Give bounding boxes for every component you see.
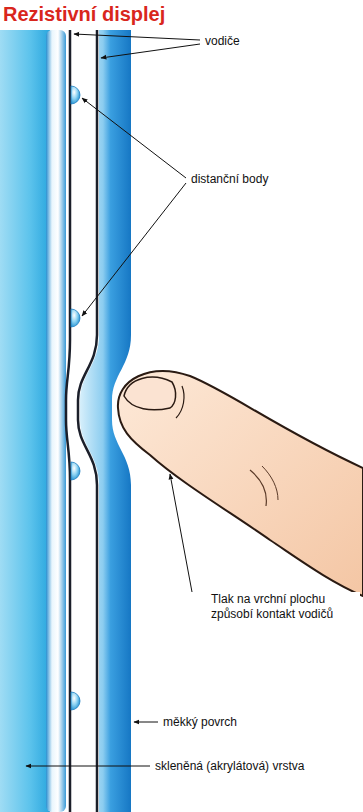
conductor [78,30,97,812]
part-label: distanční body [190,172,269,187]
leader-lines [26,34,200,766]
part-label: skleněná (akrylátová) vrstva [154,759,305,774]
conductor [66,30,70,812]
part-label: Tlak na vrchní plochu způsobí kontakt vo… [210,592,360,622]
glass-edge [46,30,66,812]
glass-layer [0,30,50,812]
part-label: měkký povrch [162,715,238,730]
title: Rezistivní displej [3,2,165,26]
finger [118,371,363,596]
part-label: vodiče [204,34,241,49]
